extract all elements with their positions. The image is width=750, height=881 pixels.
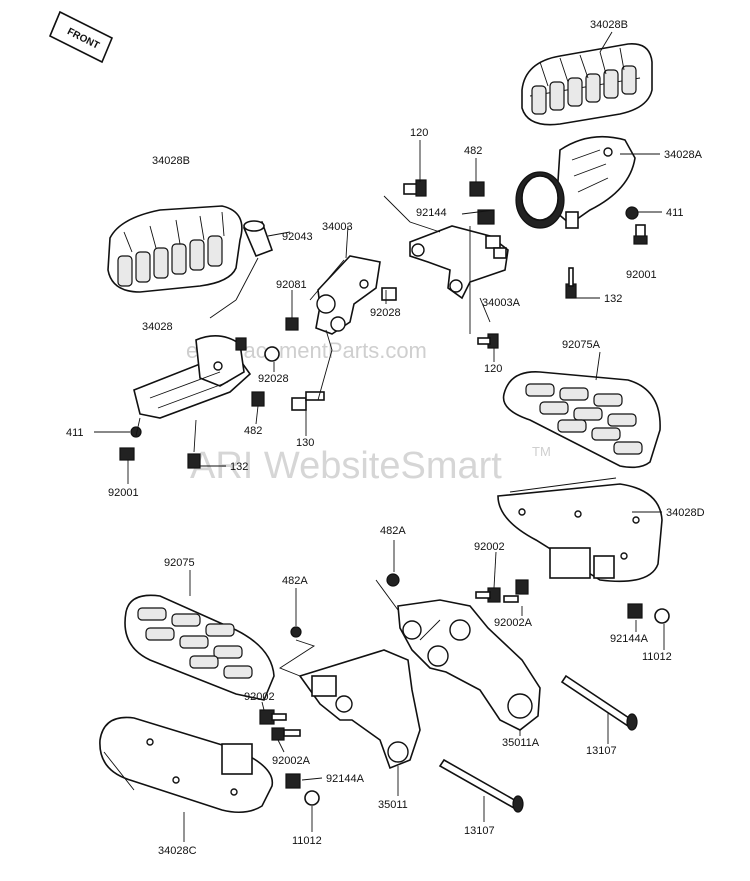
nut-11012-left-icon [304,790,320,806]
spring-92081-icon [285,317,299,331]
label-132-right: 132 [604,293,622,305]
label-35011: 35011 [378,799,408,811]
spring-92144A-left-icon [285,773,301,789]
bolt-92002A-left-icon [271,727,301,741]
label-482A-left: 482A [282,575,308,587]
label-92144A-left: 92144A [326,773,365,785]
front-arrow-icon: FRONT [48,10,114,64]
label-411-left: 411 [66,427,84,439]
label-13107-left: 13107 [464,825,495,837]
footpeg-right-34028A [515,135,636,229]
part-labels: 34028B 34028A 411 92001 132 120 482 9214… [66,19,705,857]
bolt-92002-right-icon [475,587,501,603]
spring-92144-icon [477,209,495,225]
bolt-120-top-icon [403,179,427,197]
spring-92144A-right-icon [627,603,643,619]
bolt-132-right-icon [565,267,577,299]
tm-watermark: TM [532,444,551,459]
label-34028C: 34028C [158,845,197,857]
label-92043: 92043 [282,231,313,243]
nut-482A-right-icon [386,573,400,587]
label-13107-right: 13107 [586,745,617,757]
bolt-120-mid-icon [477,333,499,349]
label-92075A: 92075A [562,339,601,351]
floorboard-plate-34028C [99,716,274,814]
label-92028-right: 92028 [370,307,401,319]
label-132-left: 132 [230,461,248,473]
label-11012-right: 11012 [642,651,672,663]
label-92002A-left: 92002A [272,755,311,767]
bolt-92002A-right-icon [503,579,529,603]
pin-13107-left-icon [438,758,524,813]
label-482-top: 482 [464,145,482,157]
nut-411-left-icon [130,426,142,438]
bracket-35011 [298,649,421,770]
pin-92043-icon [242,220,274,258]
footpeg-left-34028 [133,335,252,419]
nut-11012-right-icon [654,608,670,624]
label-34028B-left: 34028B [152,155,190,167]
bolt-130-icon [291,391,325,411]
spring-482-top-icon [469,181,485,197]
floorboard-rubber-92075 [124,594,275,701]
label-92002A-right: 92002A [494,617,533,629]
label-130: 130 [296,437,314,449]
label-34028B-top: 34028B [590,19,628,31]
floorboard-rubber-92075A [502,371,661,469]
label-92028-left: 92028 [258,373,289,385]
bracket-35011A [397,599,541,731]
bracket-34003 [315,255,381,335]
label-11012-left: 11012 [292,835,322,847]
washer-92028-left-icon [264,346,280,362]
footpeg-rubber-top-right [521,43,653,126]
brand-watermark: ARI WebsiteSmart [190,445,502,487]
label-482A-right: 482A [380,525,406,537]
label-92002-right: 92002 [474,541,505,553]
washer-92028-right-icon [381,287,397,301]
label-92144: 92144 [416,207,447,219]
label-482-left: 482 [244,425,262,437]
bracket-34003A [409,225,509,300]
label-34003: 34003 [322,221,353,233]
label-34028D: 34028D [666,507,705,519]
spring-482-left-icon [251,391,265,407]
label-120-mid: 120 [484,363,502,375]
label-120-top: 120 [410,127,428,139]
bolt-92001-left-icon [119,447,135,461]
label-411-right: 411 [666,207,684,219]
floorboard-plate-34028D [497,477,663,583]
label-92001-left: 92001 [108,487,139,499]
label-35011A: 35011A [502,737,540,749]
label-92001-right: 92001 [626,269,657,281]
bolt-92002-left-icon [259,709,287,725]
label-92002-left: 92002 [244,691,275,703]
label-34003A: 34003A [482,297,521,309]
label-92144A-right: 92144A [610,633,649,645]
nut-411-right-icon [625,206,639,220]
label-34028: 34028 [142,321,173,333]
bolt-92001-right-icon [633,224,648,245]
label-34028A: 34028A [664,149,703,161]
label-92081: 92081 [276,279,307,291]
nut-482A-left-icon [290,626,302,638]
leader-lines [94,31,665,842]
pin-13107-right-icon [560,674,638,731]
bolt-132-left-icon [187,453,201,469]
footpeg-rubber-left [107,205,243,293]
label-92075: 92075 [164,557,195,569]
